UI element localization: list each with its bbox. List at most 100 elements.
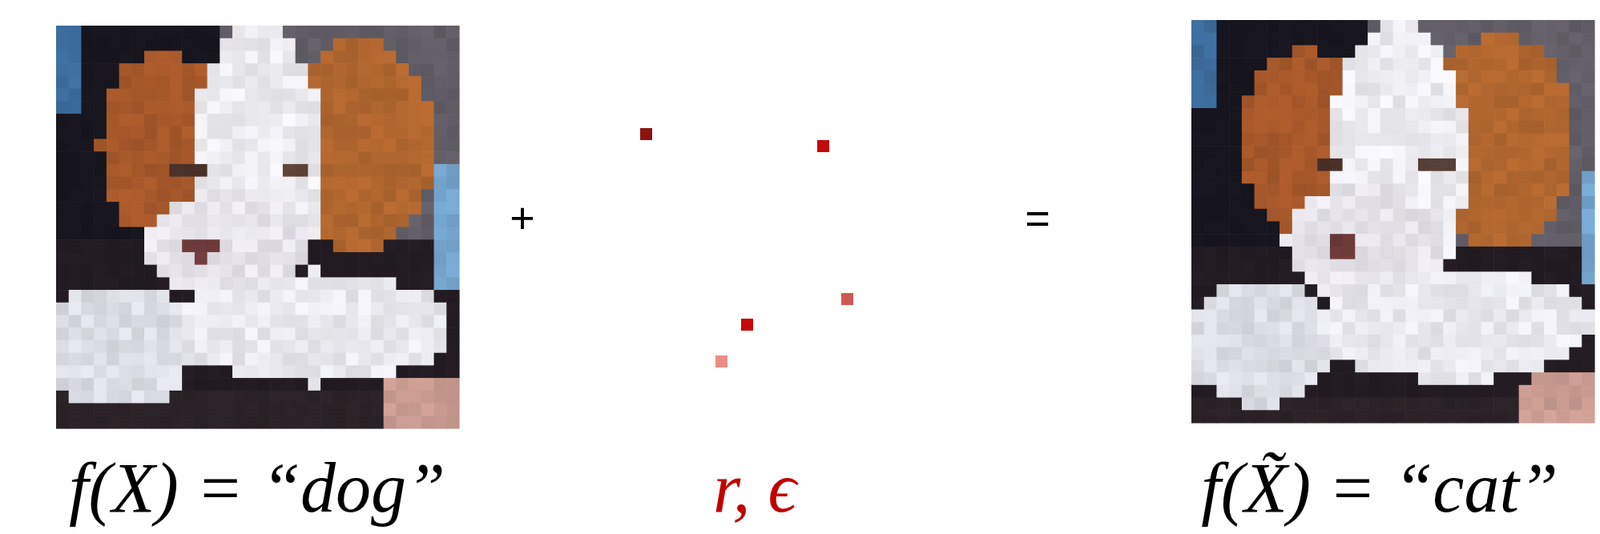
image-pixel [232,365,246,379]
image-pixel [408,88,422,102]
image-pixel [1367,120,1381,134]
image-pixel [181,239,195,253]
image-pixel [1468,145,1482,159]
image-pixel [119,50,133,64]
image-pixel [1254,297,1268,311]
image-pixel [1519,57,1532,71]
image-pixel [1442,83,1456,97]
image-pixel [1342,385,1356,399]
image-pixel [1279,70,1293,84]
image-pixel [93,88,107,102]
image-pixel [270,151,283,165]
image-pixel [1367,132,1381,146]
image-pixel [207,290,221,303]
image-pixel [307,201,321,215]
image-pixel [56,415,69,429]
image-pixel [1455,310,1469,323]
image-pixel [421,76,435,89]
image-pixel [282,113,296,127]
image-pixel [395,76,409,89]
image-pixel [1405,132,1419,146]
image-pixel [1367,44,1381,58]
image-pixel [194,38,208,52]
image-pixel [1581,209,1595,222]
image-pixel [1556,108,1570,121]
image-pixel [1556,32,1570,46]
image-pixel [93,378,107,391]
image-pixel [1468,196,1482,210]
image-pixel [131,277,145,291]
image-pixel [1304,359,1318,373]
image-pixel [1468,221,1482,235]
image-pixel [157,390,170,404]
image-pixel [1266,196,1280,210]
image-pixel [1367,158,1381,172]
image-pixel [245,50,258,64]
image-pixel [1493,158,1507,172]
image-pixel [1367,385,1381,399]
image-pixel [93,365,107,379]
image-pixel [169,365,182,379]
image-pixel [307,164,321,178]
image-pixel [1329,221,1343,235]
image-pixel [169,164,182,178]
image-pixel [1279,297,1293,311]
image-pixel [80,252,94,266]
image-pixel [383,302,397,316]
image-pixel [1367,196,1381,210]
image-pixel [1481,171,1495,185]
image-pixel [1279,334,1293,348]
image-pixel [1455,70,1469,84]
image-pixel [1519,183,1532,197]
image-pixel [1556,221,1570,235]
image-pixel [119,302,133,316]
image-pixel [106,151,120,165]
image-pixel [1442,233,1456,247]
image-pixel [1519,196,1532,210]
image-pixel [1342,271,1356,285]
image-pixel [1531,158,1544,172]
image-pixel [131,38,145,52]
image-pixel [395,38,409,52]
image-pixel [1354,359,1368,373]
image-pixel [1367,209,1381,222]
image-pixel [395,126,409,140]
image-pixel [157,214,170,228]
image-pixel [1380,322,1394,335]
image-pixel [181,265,195,279]
image-pixel [1342,183,1356,197]
image-pixel [106,63,120,77]
image-pixel [270,239,283,253]
image-pixel [169,126,182,140]
image-pixel [131,113,145,127]
image-pixel [1367,246,1381,260]
image-pixel [1481,209,1495,222]
image-pixel [370,415,384,429]
image-pixel [80,415,94,429]
image-pixel [119,340,133,354]
image-pixel [1442,322,1456,335]
image-pixel [320,63,334,77]
image-pixel [1519,347,1532,361]
image-pixel [157,365,170,379]
image-pixel [181,151,195,165]
image-pixel [1292,334,1306,348]
image-pixel [1292,83,1306,97]
image-pixel [1354,246,1368,260]
image-pixel [68,164,82,178]
image-pixel [144,378,158,391]
image-pixel [408,151,422,165]
image-pixel [169,88,182,102]
image-pixel [169,138,182,152]
image-pixel [1430,271,1444,285]
image-pixel [1468,158,1482,172]
image-pixel [207,378,221,391]
image-pixel [1266,347,1280,361]
image-pixel [194,239,208,253]
image-pixel [106,177,120,190]
image-pixel [358,164,371,178]
image-pixel [1380,385,1394,399]
image-pixel [1442,359,1456,373]
image-pixel [1254,95,1268,109]
